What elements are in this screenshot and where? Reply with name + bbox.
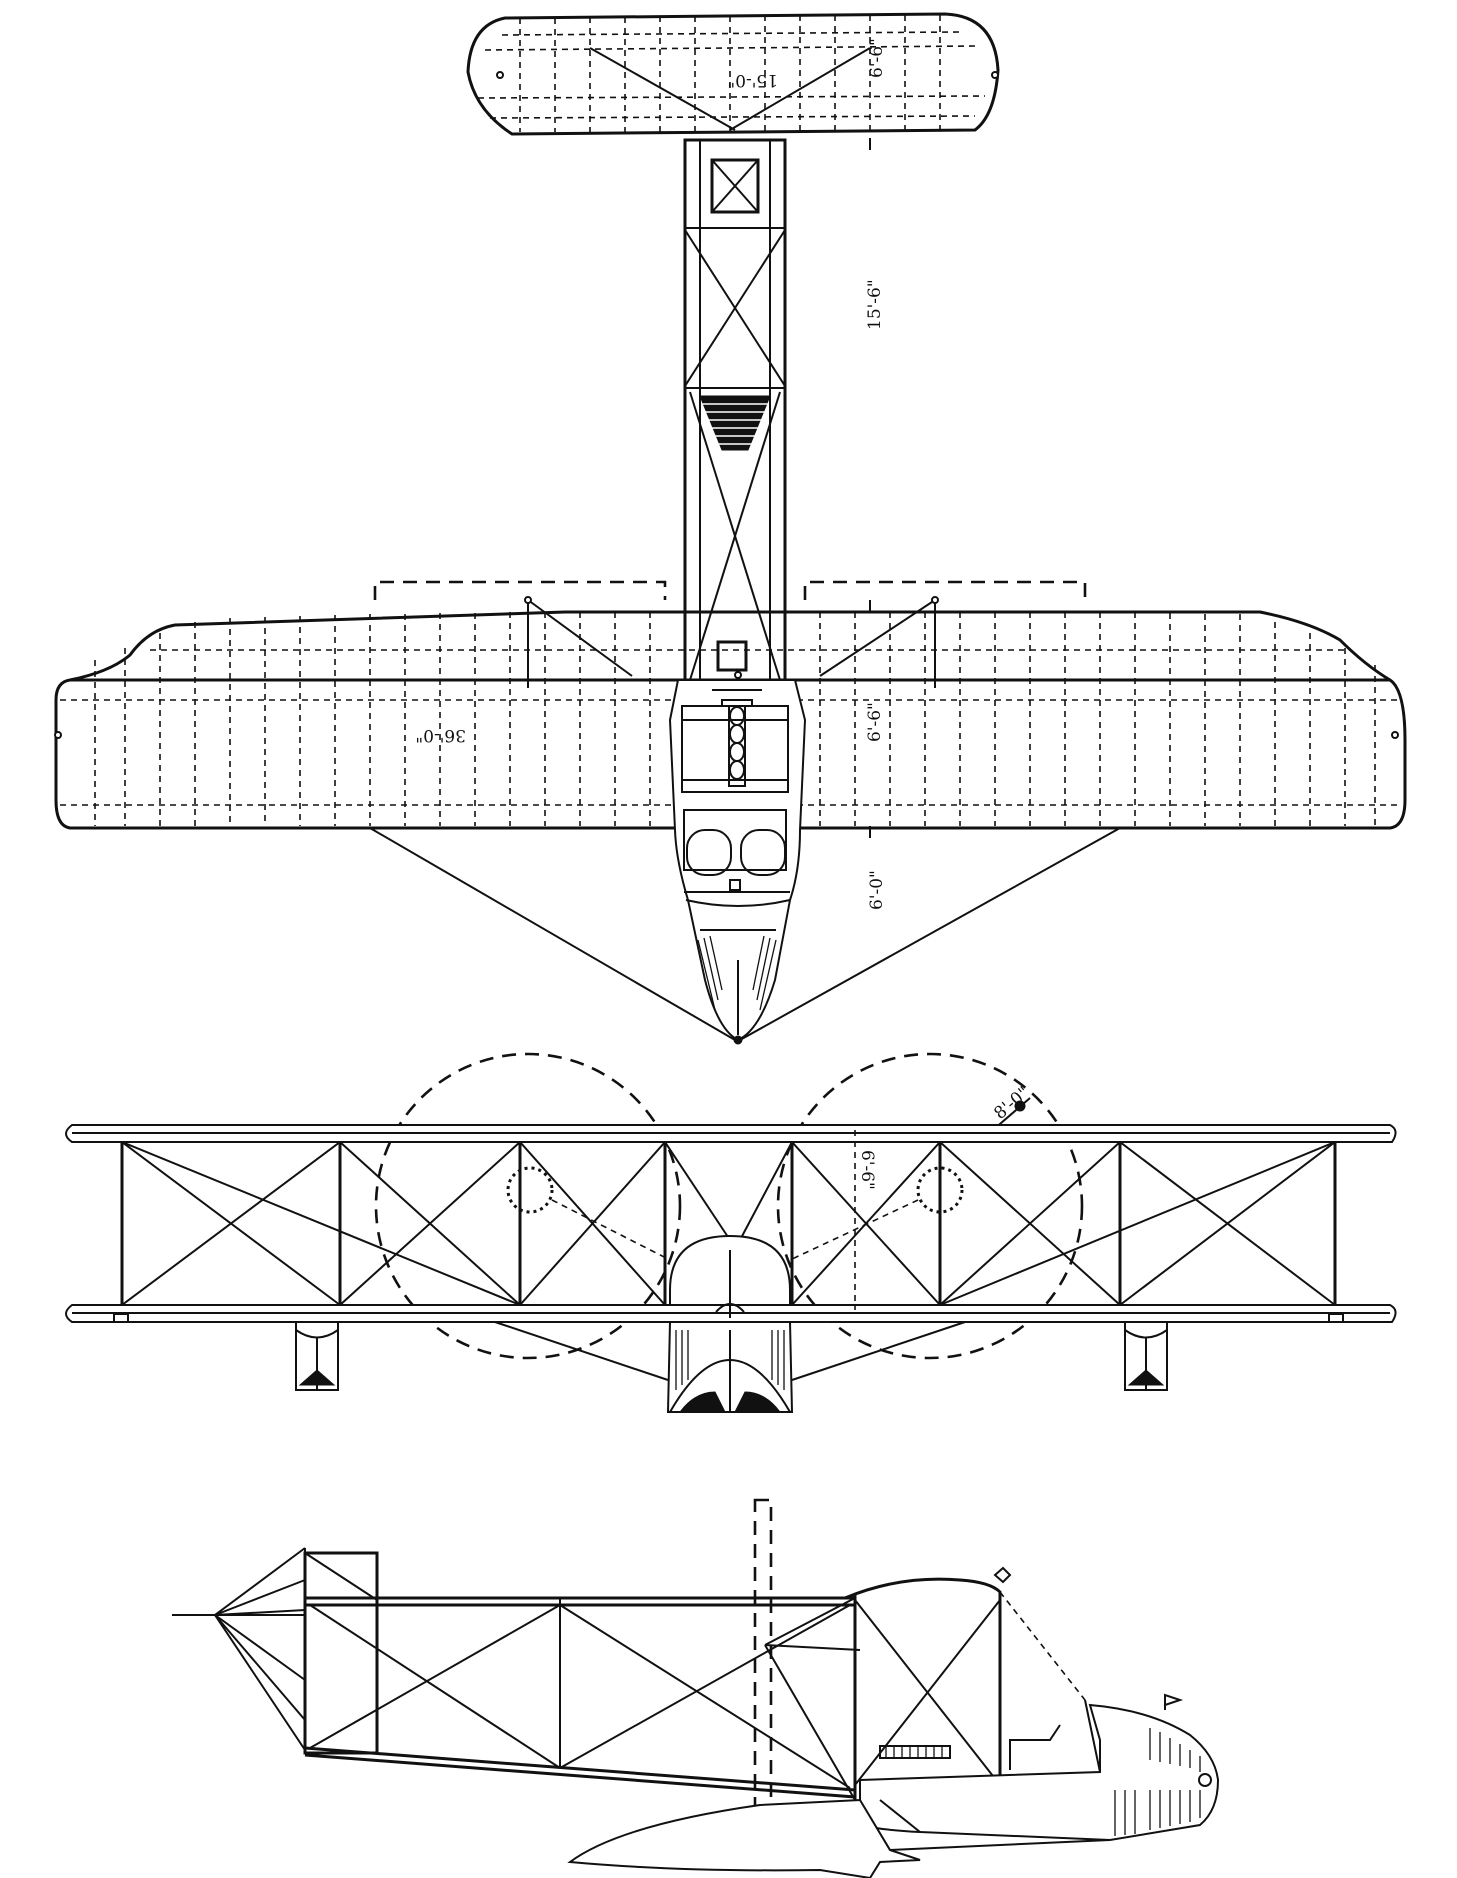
propeller-disc-left (374, 1052, 682, 1360)
side-hull (567, 1693, 1220, 1878)
tail-chord-label: 6'-6" (867, 38, 887, 78)
upper-wing (54, 580, 1407, 830)
front-view: 6'-6" 8'-0" (65, 1052, 1397, 1413)
side-wing-cell (764, 1566, 1086, 1801)
hull-plan (668, 640, 807, 1042)
side-view (172, 1498, 1220, 1878)
tail-span-label: 15'-0" (727, 70, 778, 90)
float-right (1124, 1321, 1168, 1391)
nose-length-label: 6'-0" (867, 870, 887, 910)
propeller-diameter-label: 8'-0" (990, 1083, 1033, 1124)
tail-booms (683, 138, 787, 682)
plan-view: 15'-0" 6'-6" 15'-6" 36'-0" 6'-6" 6'-0" (54, 12, 1407, 1045)
hull-front (494, 1234, 966, 1413)
wing-span-label: 36'-0" (415, 725, 466, 745)
propeller-disc-right (776, 1052, 1084, 1360)
side-tail (172, 1547, 379, 1755)
nose-brace-right (739, 827, 1121, 1041)
boom-length-label: 15'-6" (865, 279, 885, 330)
tail-plane (466, 12, 1000, 136)
gap-label: 6'-6" (857, 1150, 877, 1190)
float-left (295, 1321, 339, 1391)
nose-brace-left (369, 827, 736, 1041)
side-booms (304, 1596, 856, 1799)
wing-chord-label: 6'-6" (865, 702, 885, 742)
